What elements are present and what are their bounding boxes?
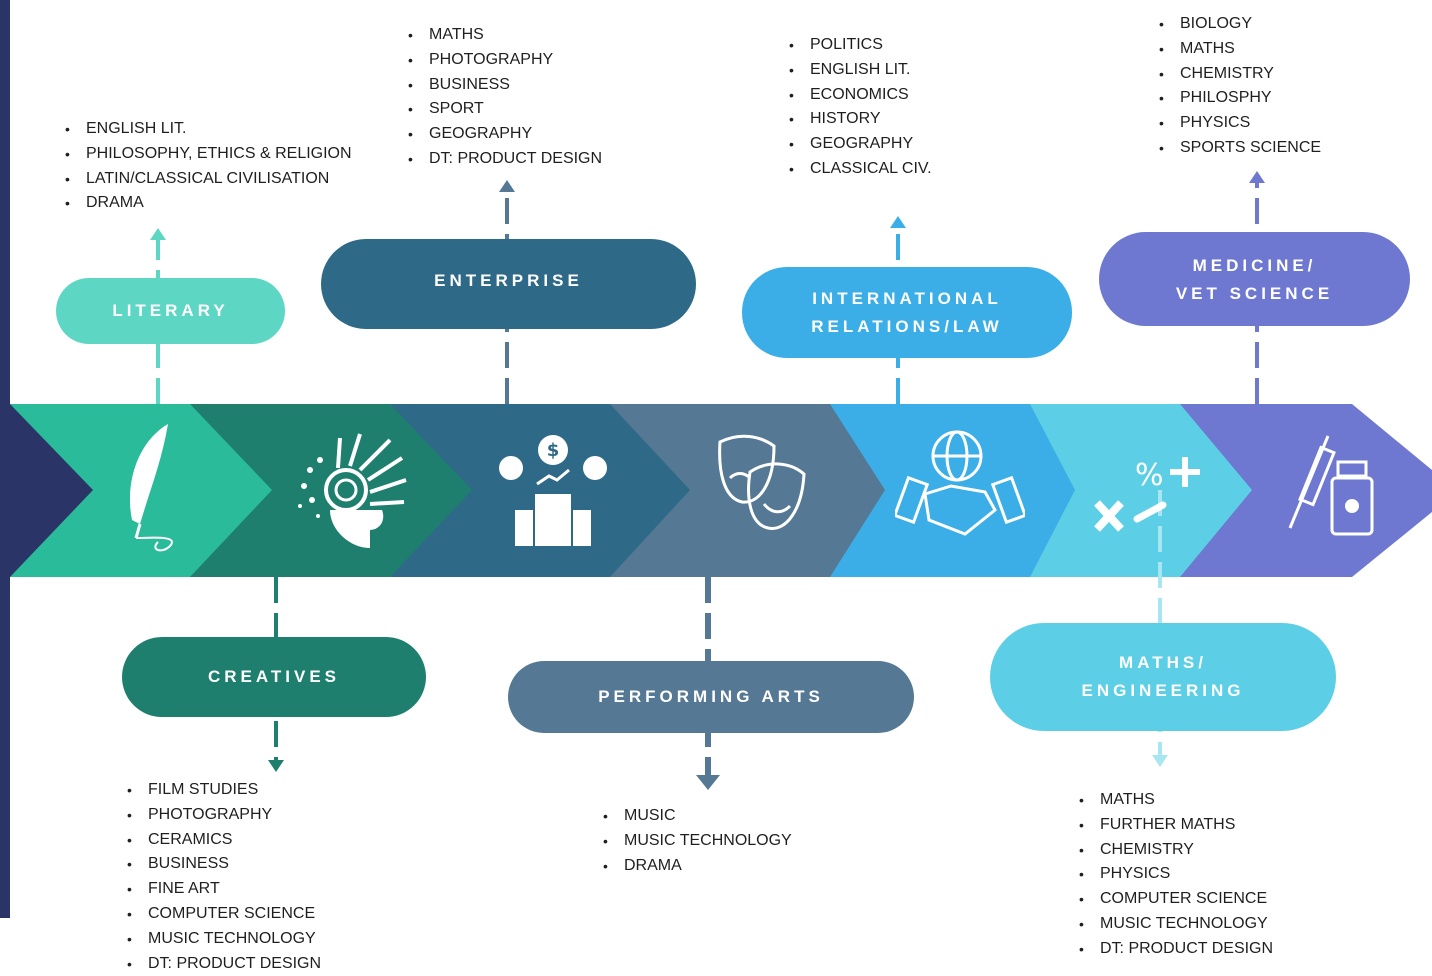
subject-item: SPORT [406, 97, 602, 122]
subjects-performing-arts: MUSIC MUSIC TECHNOLOGY DRAMA [601, 804, 792, 878]
pill-performing-arts-label: PERFORMING ARTS [598, 687, 824, 706]
syringe-medicine-icon [1288, 435, 1374, 536]
subject-item: ENGLISH LIT. [63, 117, 352, 142]
pill-international-label: INTERNATIONAL RELATIONS/LAW [811, 288, 1003, 336]
left-border-bar [0, 0, 10, 918]
subject-item: MATHS [1157, 37, 1321, 62]
creative-head-icon [298, 433, 407, 548]
arrow-tail-notch [10, 404, 93, 577]
subject-item: GEOGRAPHY [406, 122, 602, 147]
subject-item: MUSIC TECHNOLOGY [125, 927, 321, 952]
subjects-creatives: FILM STUDIES PHOTOGRAPHY CERAMICS BUSINE… [125, 778, 321, 976]
arrow-segment-creatives [185, 404, 472, 577]
arrow-segment-enterprise [390, 404, 690, 577]
svg-text:%: % [1135, 458, 1164, 493]
arrowhead-literary [150, 228, 166, 240]
pill-creatives-label: CREATIVES [207, 667, 341, 686]
pill-enterprise[interactable]: ENTERPRISE [321, 239, 696, 329]
subject-item: MUSIC TECHNOLOGY [1077, 912, 1273, 937]
subject-item: MUSIC [601, 804, 792, 829]
arrowhead-creatives [268, 760, 284, 772]
pill-enterprise-label: ENTERPRISE [434, 271, 583, 290]
subject-item: FURTHER MATHS [1077, 813, 1273, 838]
pill-international[interactable]: INTERNATIONAL RELATIONS/LAW [742, 267, 1072, 358]
subject-item: CLASSICAL CIV. [787, 157, 932, 182]
subject-item: PHILOSOPHY, ETHICS & RELIGION [63, 142, 352, 167]
subject-item: DRAMA [601, 854, 792, 879]
subject-item: DRAMA [63, 191, 352, 216]
pill-medicine-label: MEDICINE/ VET SCIENCE [1175, 256, 1334, 303]
business-growth-icon: $ [499, 435, 607, 546]
subjects-enterprise: MATHS PHOTOGRAPHY BUSINESS SPORT GEOGRAP… [406, 23, 602, 172]
subject-item: FILM STUDIES [125, 778, 321, 803]
subject-item: PHILOSPHY [1157, 86, 1321, 111]
pill-literary-label: LITERARY [112, 301, 229, 320]
subject-item: CERAMICS [125, 828, 321, 853]
subject-item: BUSINESS [125, 852, 321, 877]
subject-item: ENGLISH LIT. [787, 58, 932, 83]
pill-maths-engineering[interactable]: MATHS/ ENGINEERING [990, 623, 1336, 731]
subject-item: PHYSICS [1157, 111, 1321, 136]
subjects-medicine: BIOLOGY MATHS CHEMISTRY PHILOSPHY PHYSIC… [1157, 12, 1321, 161]
arrowhead-medicine [1249, 171, 1265, 183]
subject-item: FINE ART [125, 877, 321, 902]
subject-item: GEOGRAPHY [787, 132, 932, 157]
subject-item: BUSINESS [406, 73, 602, 98]
globe-handshake-icon [895, 430, 1025, 536]
math-symbols-icon: % [1094, 457, 1200, 532]
arrow-segment-performing [600, 404, 885, 577]
theatre-masks-icon [718, 434, 806, 530]
subject-item: LATIN/CLASSICAL CIVILISATION [63, 167, 352, 192]
subject-item: ECONOMICS [787, 83, 932, 108]
arrowhead-performing [696, 775, 720, 790]
subject-item: DT: PRODUCT DESIGN [125, 952, 321, 976]
pill-medicine[interactable]: MEDICINE/ VET SCIENCE [1099, 232, 1410, 326]
arrowhead-enterprise [499, 180, 515, 192]
subjects-maths-engineering: MATHS FURTHER MATHS CHEMISTRY PHYSICS CO… [1077, 788, 1273, 962]
subject-item: COMPUTER SCIENCE [1077, 887, 1273, 912]
arrowhead-maths [1152, 755, 1168, 767]
quill-pen-icon [129, 424, 173, 552]
subject-item: MATHS [1077, 788, 1273, 813]
subjects-international: POLITICS ENGLISH LIT. ECONOMICS HISTORY … [787, 33, 932, 182]
subjects-literary: ENGLISH LIT. PHILOSOPHY, ETHICS & RELIGI… [63, 117, 352, 216]
subject-item: PHYSICS [1077, 862, 1273, 887]
subject-item: COMPUTER SCIENCE [125, 902, 321, 927]
subject-item: MATHS [406, 23, 602, 48]
pill-performing-arts[interactable]: PERFORMING ARTS [508, 661, 914, 733]
subject-item: MUSIC TECHNOLOGY [601, 829, 792, 854]
subject-item: CHEMISTRY [1077, 838, 1273, 863]
subject-item: DT: PRODUCT DESIGN [1077, 937, 1273, 962]
arrowhead-international [890, 216, 906, 228]
pill-creatives[interactable]: CREATIVES [122, 637, 426, 717]
subject-item: PHOTOGRAPHY [406, 48, 602, 73]
subject-item: POLITICS [787, 33, 932, 58]
svg-text:$: $ [547, 440, 560, 461]
subject-item: SPORTS SCIENCE [1157, 136, 1321, 161]
subject-item: BIOLOGY [1157, 12, 1321, 37]
subject-item: DT: PRODUCT DESIGN [406, 147, 602, 172]
subject-item: HISTORY [787, 107, 932, 132]
subject-item: CHEMISTRY [1157, 62, 1321, 87]
pill-literary[interactable]: LITERARY [56, 278, 285, 344]
pill-maths-engineering-label: MATHS/ ENGINEERING [1081, 653, 1245, 700]
subject-item: PHOTOGRAPHY [125, 803, 321, 828]
